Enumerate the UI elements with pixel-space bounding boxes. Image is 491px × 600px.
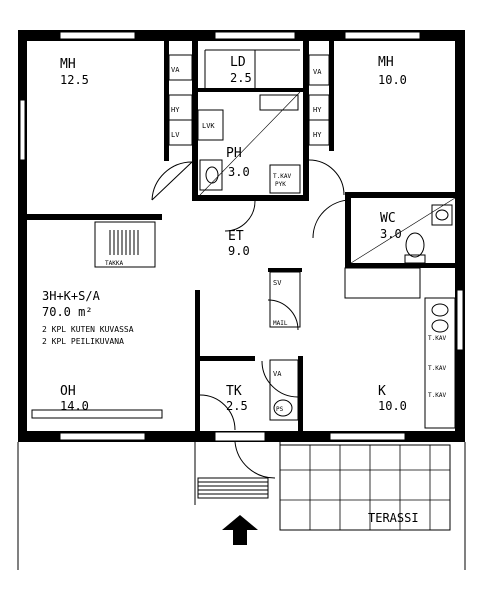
lv-label: LV bbox=[171, 131, 180, 139]
takka-label: TAKKA bbox=[105, 260, 123, 267]
va-label-1: VA bbox=[171, 66, 180, 74]
fireplace-icon bbox=[109, 230, 139, 255]
room-name-ld: LD bbox=[230, 55, 246, 70]
room-name-ph: PH bbox=[226, 146, 242, 161]
room-area-wc: 3.0 bbox=[380, 227, 402, 241]
terassi-label: TERASSI bbox=[368, 511, 419, 525]
tkav-label-3: T.KAV bbox=[428, 365, 446, 372]
sv-label: SV bbox=[273, 279, 282, 287]
wc-fixtures bbox=[205, 166, 453, 417]
room-name-oh: OH bbox=[60, 384, 76, 399]
mail-label: MAIL bbox=[273, 320, 288, 327]
side-windows bbox=[19, 99, 464, 351]
interior-walls bbox=[27, 41, 455, 431]
room-name-mh2: MH bbox=[378, 55, 394, 70]
bottom-windows bbox=[59, 431, 406, 442]
apartment-note-2: 2 KPL PEILIKUVANA bbox=[42, 337, 124, 346]
apartment-type: 3H+K+S/A bbox=[42, 289, 101, 303]
top-windows bbox=[59, 31, 421, 40]
room-area-ld: 2.5 bbox=[230, 71, 252, 85]
room-area-oh: 14.0 bbox=[60, 399, 89, 413]
va-label-3: VA bbox=[273, 370, 282, 378]
room-labels: MH 12.5 LD 2.5 MH 10.0 PH 3.0 ET 9.0 WC … bbox=[60, 55, 407, 413]
entrance-arrow-icon bbox=[222, 515, 258, 545]
va-label-2: VA bbox=[313, 68, 322, 76]
room-name-mh1: MH bbox=[60, 57, 76, 72]
tkav-label: T.KAV bbox=[273, 173, 291, 180]
room-area-mh2: 10.0 bbox=[378, 73, 407, 87]
tkav-label-2: T.KAV bbox=[428, 335, 446, 342]
apartment-info: 3H+K+S/A 70.0 m² 2 KPL KUTEN KUVASSA 2 K… bbox=[42, 289, 134, 346]
thin-lines bbox=[31, 49, 456, 531]
room-name-et: ET bbox=[228, 229, 244, 244]
hy-label-2: HY bbox=[313, 106, 322, 114]
pyk-label: PYK bbox=[275, 181, 286, 188]
hy-label-1: HY bbox=[171, 106, 180, 114]
room-name-k: K bbox=[378, 384, 386, 399]
diagonals bbox=[199, 91, 456, 264]
fixture-labels: TAKKA VA HY LV LVK VA HY HY T.KAV PYK SV… bbox=[105, 66, 446, 525]
lvk-label: LVK bbox=[202, 122, 215, 130]
room-name-wc: WC bbox=[380, 211, 396, 226]
ps-label: PS bbox=[276, 406, 284, 413]
room-area-k: 10.0 bbox=[378, 399, 407, 413]
apartment-note-1: 2 KPL KUTEN KUVASSA bbox=[42, 325, 134, 334]
hy-label-3: HY bbox=[313, 131, 322, 139]
room-name-tk: TK bbox=[226, 384, 242, 399]
railings bbox=[17, 442, 466, 570]
tkav-label-4: T.KAV bbox=[428, 392, 446, 399]
door-swings bbox=[151, 159, 352, 479]
entrance-steps bbox=[197, 477, 269, 499]
terrace-grid bbox=[280, 445, 450, 530]
room-area-ph: 3.0 bbox=[228, 165, 250, 179]
room-area-et: 9.0 bbox=[228, 244, 250, 258]
apartment-area: 70.0 m² bbox=[42, 305, 93, 319]
room-area-mh1: 12.5 bbox=[60, 73, 89, 87]
room-area-tk: 2.5 bbox=[226, 399, 248, 413]
